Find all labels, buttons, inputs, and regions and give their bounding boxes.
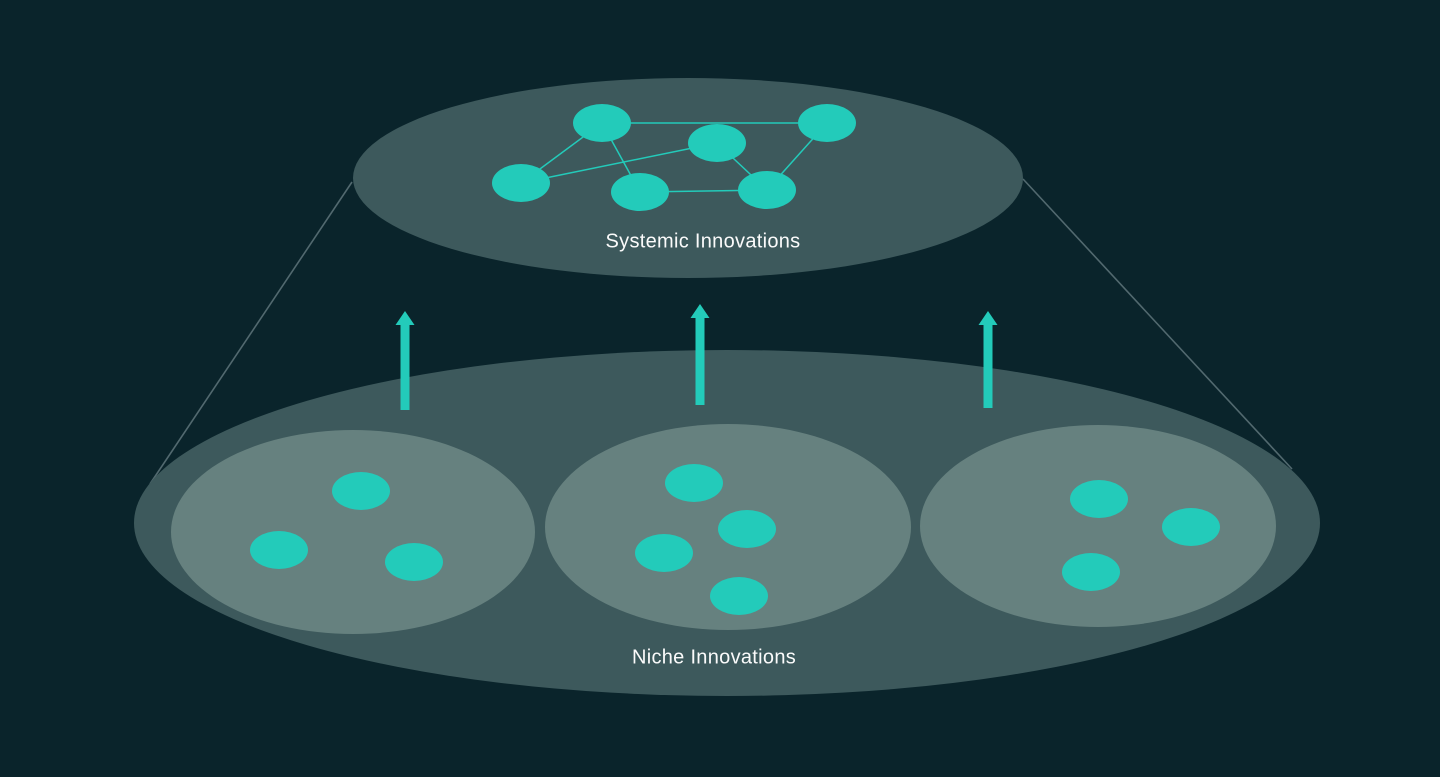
up-arrow — [978, 311, 998, 408]
niche-cluster-ellipse — [171, 430, 535, 634]
network-node — [798, 104, 856, 142]
niche-dot — [385, 543, 443, 581]
niche-dot — [665, 464, 723, 502]
network-node — [611, 173, 669, 211]
network-node — [492, 164, 550, 202]
niche-dot — [635, 534, 693, 572]
network-node — [688, 124, 746, 162]
niche-dot — [250, 531, 308, 569]
up-arrow — [395, 311, 415, 410]
niche-dot — [718, 510, 776, 548]
funnel-line — [1022, 178, 1293, 470]
niche-innovations-label: Niche Innovations — [631, 646, 797, 669]
up-arrow — [690, 304, 710, 405]
systemic-level-ellipse — [353, 78, 1023, 278]
niche-cluster-ellipse — [920, 425, 1276, 627]
network-node — [738, 171, 796, 209]
niche-dot — [710, 577, 768, 615]
systemic-innovations-label: Systemic Innovations — [605, 230, 801, 253]
niche-dot — [1062, 553, 1120, 591]
network-node — [573, 104, 631, 142]
funnel-line — [149, 181, 353, 485]
network-edge — [520, 142, 718, 184]
niche-dot — [1070, 480, 1128, 518]
niche-dot — [332, 472, 390, 510]
niche-dot — [1162, 508, 1220, 546]
